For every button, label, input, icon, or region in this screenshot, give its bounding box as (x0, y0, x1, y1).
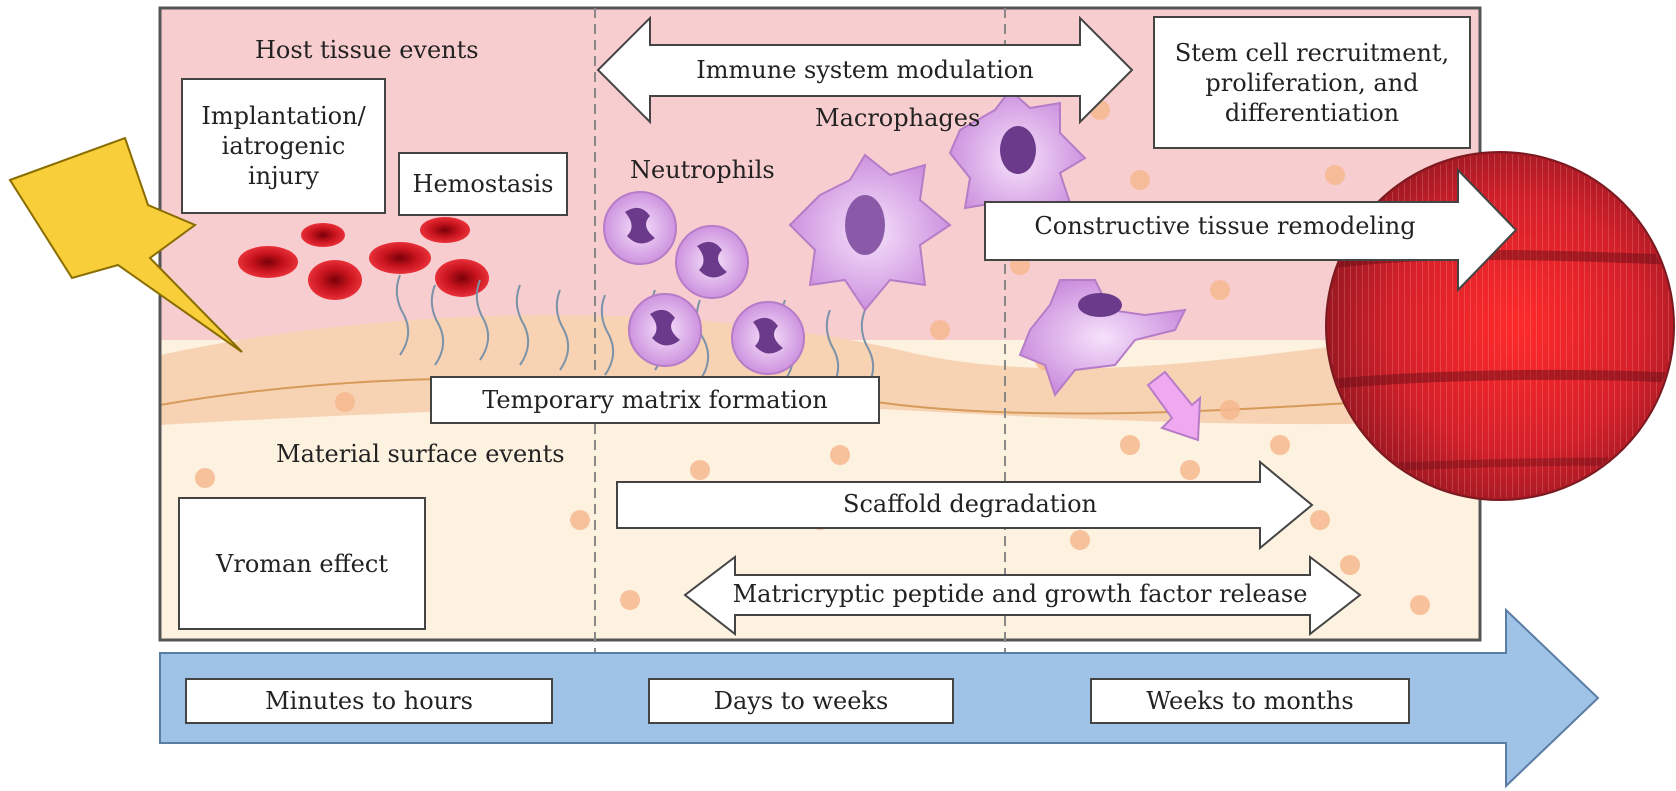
constructive-remodeling-label: Constructive tissue remodeling (1034, 212, 1416, 240)
matricryptic-release-arrow (683, 554, 1362, 637)
scaffold-degradation-label: Scaffold degradation (843, 490, 1097, 518)
hemostasis-box: Hemostasis (398, 152, 568, 216)
neutrophils (603, 191, 805, 375)
neutrophils-label: Neutrophils (630, 156, 775, 184)
macrophage-icon (788, 153, 952, 312)
neutrophil-icon (603, 191, 677, 265)
timeline-phase-days: Days to weeks (648, 678, 954, 724)
immune-modulation-arrow (596, 15, 1134, 125)
red-blood-cell-icon (301, 223, 345, 247)
red-blood-cell-icon (238, 246, 298, 278)
temporary-matrix-box: Temporary matrix formation (430, 376, 880, 424)
macrophage-icon (1018, 279, 1187, 398)
timeline-phase-weeks: Weeks to months (1090, 678, 1410, 724)
timeline-phase-minutes: Minutes to hours (185, 678, 553, 724)
implantation-injury-box: Implantation/ iatrogenic injury (181, 78, 386, 214)
macrophages (788, 88, 1202, 442)
migration-arrow-icon (1146, 370, 1202, 442)
neutrophil-icon (731, 301, 805, 375)
macrophage-icon (948, 88, 1087, 230)
matricryptic-release-label: Matricryptic peptide and growth factor r… (732, 580, 1308, 608)
immune-modulation-label: Immune system modulation (696, 56, 1034, 84)
macrophages-label: Macrophages (815, 104, 981, 132)
stem-cell-box: Stem cell recruitment, proliferation, an… (1153, 16, 1471, 149)
material-surface-events-label: Material surface events (276, 440, 565, 468)
neutrophil-icon (628, 293, 702, 367)
neutrophil-icon (675, 225, 749, 299)
vroman-effect-box: Vroman effect (178, 497, 426, 630)
tissue-boundary-line (159, 377, 1481, 415)
lightning-bolt-icon (8, 136, 243, 353)
red-blood-cells (238, 217, 489, 300)
red-blood-cell-icon (435, 259, 489, 297)
scaffold-degradation-arrow (616, 459, 1314, 551)
red-blood-cell-icon (308, 260, 362, 300)
host-tissue-events-label: Host tissue events (255, 36, 479, 64)
constructive-remodeling-arrow (984, 167, 1518, 293)
red-blood-cell-icon (420, 217, 470, 243)
red-blood-cell-icon (369, 242, 431, 274)
